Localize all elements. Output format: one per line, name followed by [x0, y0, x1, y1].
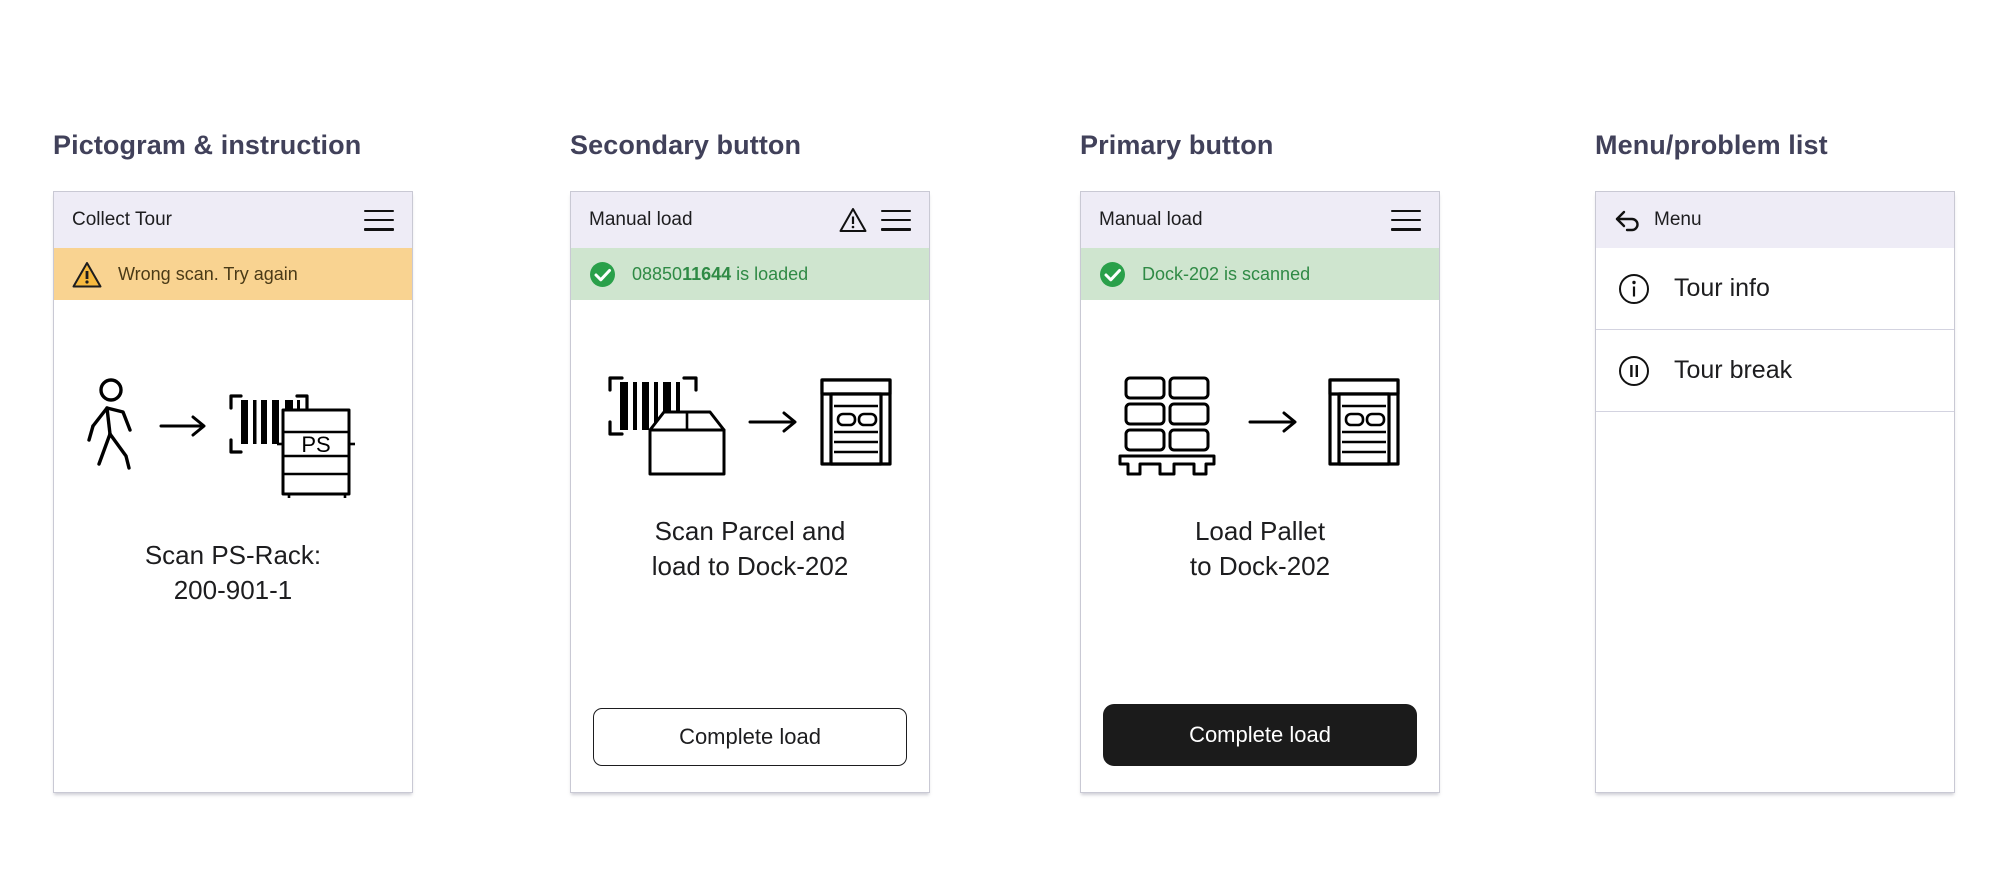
app-bar-title: Collect Tour	[72, 209, 172, 230]
menu-item-label: Tour info	[1674, 274, 1770, 302]
check-circle-icon	[590, 261, 615, 287]
phone-screen-manual-load-primary: Manual load Dock-202 is scanned	[1080, 191, 1440, 793]
app-bar: Manual load	[571, 192, 929, 248]
menu-item-label: Tour break	[1674, 356, 1793, 384]
hamburger-icon[interactable]	[1391, 209, 1421, 231]
parcel-id-prefix: 08850	[632, 263, 683, 284]
warning-triangle-icon	[72, 261, 102, 287]
app-bar-icons	[364, 209, 394, 231]
status-banner-text: Wrong scan. Try again	[118, 263, 298, 284]
column-secondary-button: Secondary button Manual load	[570, 130, 930, 793]
phone-screen-menu: Menu Tour info	[1595, 191, 1955, 793]
app-bar: Collect Tour	[54, 192, 412, 248]
hamburger-icon[interactable]	[364, 209, 394, 231]
app-bar-title: Manual load	[589, 209, 693, 230]
screen-body: Scan Parcel and load to Dock-202 Complet…	[571, 300, 929, 792]
pictogram-pallet-to-dock	[1103, 360, 1417, 480]
app-bar-title: Manual load	[1099, 209, 1203, 230]
warning-triangle-icon[interactable]	[839, 207, 867, 233]
status-banner-success: Dock-202 is scanned	[1081, 248, 1439, 300]
app-bar-icons	[1391, 209, 1421, 231]
pictogram-walking-person-to-barcode-rack: PS	[76, 368, 390, 498]
button-area: Complete load	[593, 708, 907, 766]
phone-screen-collect-tour: Collect Tour Wrong scan. Try again	[53, 191, 413, 793]
status-suffix: is loaded	[731, 263, 809, 284]
instruction-text: Scan PS-Rack: 200-901-1	[144, 540, 322, 606]
status-banner-success: 0885011644 is loaded	[571, 248, 929, 300]
column-primary-button: Primary button Manual load Dock-202 is s…	[1080, 130, 1440, 793]
column-pictogram-instruction: Pictogram & instruction Collect Tour Wro…	[53, 130, 413, 793]
column-menu-problem-list: Menu/problem list Menu Tour info	[1595, 130, 1955, 793]
menu-item-tour-break[interactable]: Tour break	[1596, 330, 1954, 412]
screen-body: Load Pallet to Dock-202 Complete load	[1081, 300, 1439, 792]
complete-load-button[interactable]: Complete load	[593, 708, 907, 766]
info-circle-icon	[1619, 273, 1649, 304]
instruction-text: Scan Parcel and load to Dock-202	[651, 516, 849, 582]
status-banner-text: Dock-202 is scanned	[1142, 263, 1311, 284]
rack-label: PS	[301, 432, 330, 457]
column-title: Menu/problem list	[1595, 130, 1828, 160]
back-arrow-icon[interactable]	[1614, 208, 1642, 232]
column-title: Pictogram & instruction	[53, 130, 362, 160]
column-title: Secondary button	[570, 130, 802, 160]
app-bar: Menu	[1596, 192, 1954, 248]
complete-load-button[interactable]: Complete load	[1103, 704, 1417, 766]
status-banner-warning: Wrong scan. Try again	[54, 248, 412, 300]
menu-list: Tour info Tour break	[1596, 248, 1954, 792]
phone-screen-manual-load-secondary: Manual load 0885011644	[570, 191, 930, 793]
app-bar-icons	[839, 207, 911, 233]
app-bar: Manual load	[1081, 192, 1439, 248]
instruction-text: Load Pallet to Dock-202	[1189, 516, 1331, 582]
pause-circle-icon	[1619, 355, 1649, 386]
button-area: Complete load	[1103, 704, 1417, 766]
screen-body: PS Scan PS-Rack: 200-901-1	[54, 300, 412, 792]
menu-empty-area	[1596, 412, 1954, 792]
menu-item-tour-info[interactable]: Tour info	[1596, 248, 1954, 330]
app-bar-title: Menu	[1654, 209, 1702, 230]
pictogram-barcode-parcel-to-dock	[593, 360, 907, 480]
parcel-id-suffix: 11644	[682, 263, 732, 284]
column-title: Primary button	[1080, 130, 1274, 160]
check-circle-icon	[1100, 261, 1125, 287]
hamburger-icon[interactable]	[881, 209, 911, 231]
status-banner-text: 0885011644 is loaded	[632, 264, 808, 285]
